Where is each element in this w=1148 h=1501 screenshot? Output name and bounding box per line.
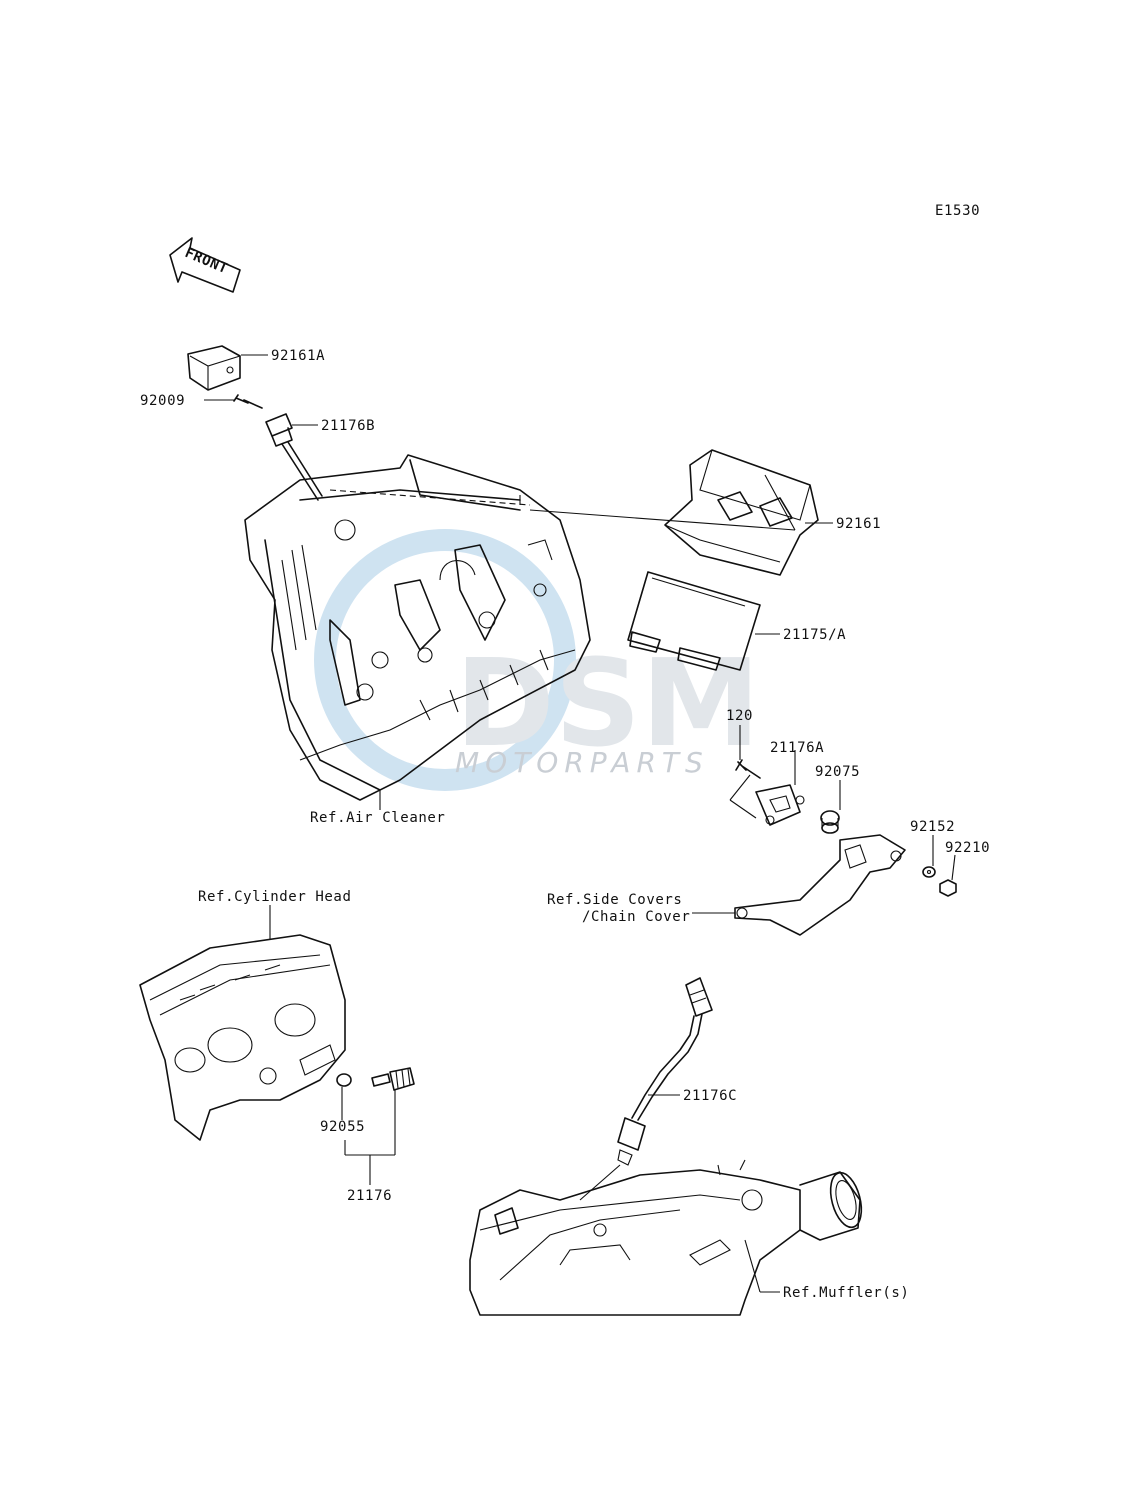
label-92152: 92152 bbox=[910, 819, 955, 835]
ref-cylinder-head: Ref.Cylinder Head bbox=[198, 889, 352, 905]
watermark-ring bbox=[314, 529, 576, 791]
label-92055: 92055 bbox=[320, 1119, 365, 1135]
ref-air-cleaner: Ref.Air Cleaner bbox=[310, 810, 445, 826]
label-92161A: 92161A bbox=[271, 348, 325, 364]
watermark: DSM MOTORPARTS bbox=[314, 529, 760, 791]
label-21176A: 21176A bbox=[770, 740, 824, 756]
muffler-drawing bbox=[469, 1159, 863, 1316]
front-arrow-label: FRONT bbox=[182, 245, 230, 277]
label-21176B: 21176B bbox=[321, 418, 375, 434]
label-92075: 92075 bbox=[815, 764, 860, 780]
front-arrow: FRONT bbox=[169, 237, 241, 293]
ref-side-covers-2: /Chain Cover bbox=[582, 909, 690, 925]
part-21176-drawing bbox=[371, 1067, 415, 1091]
label-92161: 92161 bbox=[836, 516, 881, 532]
ref-side-covers-1: Ref.Side Covers bbox=[547, 892, 682, 908]
front-arrow-icon bbox=[169, 237, 241, 293]
part-21176A-drawing bbox=[729, 774, 805, 826]
label-92009: 92009 bbox=[140, 393, 185, 409]
part-21176C-drawing bbox=[617, 977, 713, 1166]
label-21176: 21176 bbox=[347, 1188, 392, 1204]
part-92009-drawing bbox=[233, 394, 263, 409]
part-92161A-drawing bbox=[187, 345, 241, 391]
label-21175A: 21175/A bbox=[783, 627, 846, 643]
air-cleaner-drawing bbox=[244, 454, 591, 801]
part-92152-drawing bbox=[922, 866, 936, 878]
ref-muffler: Ref.Muffler(s) bbox=[783, 1285, 909, 1301]
part-92161-drawing bbox=[664, 449, 819, 576]
diagram-code: E1530 bbox=[935, 203, 980, 219]
label-120: 120 bbox=[726, 708, 753, 724]
label-92210: 92210 bbox=[945, 840, 990, 856]
bracket-drawing bbox=[734, 834, 906, 936]
part-21175A-drawing bbox=[627, 571, 761, 671]
watermark-subtitle: MOTORPARTS bbox=[455, 746, 709, 779]
part-92075-drawing bbox=[820, 810, 840, 834]
watermark-brand: DSM bbox=[455, 635, 760, 774]
label-21176C: 21176C bbox=[683, 1088, 737, 1104]
ref-line bbox=[329, 489, 531, 506]
part-120-drawing bbox=[735, 759, 761, 779]
part-21176B-drawing bbox=[265, 413, 323, 501]
part-92210-drawing bbox=[939, 879, 957, 897]
part-92055-drawing bbox=[336, 1073, 352, 1087]
cylinder-head-drawing bbox=[139, 934, 346, 1141]
